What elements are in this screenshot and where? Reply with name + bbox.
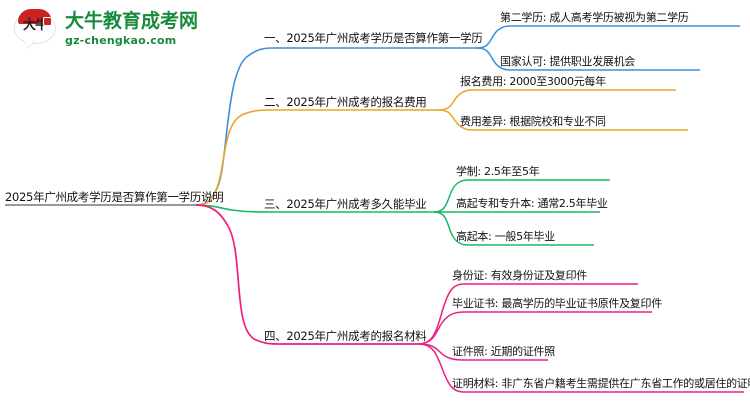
mindmap-branch-4[interactable]: 四、2025年广州成考的报名材料 [264, 329, 427, 343]
leaf-4-2-line [417, 311, 652, 345]
mindmap-leaf-4-4[interactable]: 证明材料: 非广东省户籍考生需提供在广东省工作的或居住的证明材料 [452, 377, 750, 390]
mindmap-branch-3[interactable]: 三、2025年广州成考多久能毕业 [264, 197, 427, 211]
mindmap-leaf-2-2[interactable]: 费用差异: 根据院校和专业不同 [460, 115, 606, 128]
branch-1-line [195, 47, 476, 206]
mindmap-leaf-1-2[interactable]: 国家认可: 提供职业发展机会 [500, 55, 636, 68]
mindmap-leaf-2-1[interactable]: 报名费用: 2000至3000元每年 [460, 75, 606, 88]
mindmap-branch-1[interactable]: 一、2025年广州成考学历是否算作第一学历 [264, 31, 483, 45]
logo-name-en: gz-chengkao.com [65, 34, 177, 47]
mindmap-leaf-4-1[interactable]: 身份证: 有效身份证及复印件 [452, 269, 588, 282]
mindmap-root-node[interactable]: 2025年广州成考学历是否算作第一学历说明 [5, 190, 224, 204]
mindmap-leaf-4-2[interactable]: 毕业证书: 最高学历的毕业证书原件及复印件 [452, 297, 662, 310]
mindmap-leaf-3-2[interactable]: 高起专和专升本: 通常2.5年毕业 [456, 197, 608, 210]
branch-4-line [195, 204, 418, 345]
logo-mark-icon: 大牛 [14, 8, 58, 50]
site-logo: 大牛 大牛教育成考网 gz-chengkao.com [14, 8, 198, 50]
mindmap-leaf-1-1[interactable]: 第二学历: 成人高考学历被视为第二学历 [500, 11, 689, 24]
mindmap-leaf-3-3[interactable]: 高起本: 一般5年毕业 [456, 230, 555, 243]
branch-3-line [195, 204, 434, 213]
branch-2-line [195, 109, 438, 206]
leaf-4-4-line [417, 343, 744, 393]
logo-name-cn: 大牛教育成考网 [65, 10, 199, 32]
leaf-2-1-line [437, 89, 676, 111]
mindmap-leaf-4-3[interactable]: 证件照: 近期的证件照 [452, 345, 555, 358]
mindmap-leaf-3-1[interactable]: 学制: 2.5年至5年 [456, 165, 540, 178]
logo-mark-text: 大牛 [22, 18, 48, 33]
leaf-4-3-line [417, 343, 548, 361]
leaf-1-1-line [475, 25, 740, 49]
mindmap-branch-2[interactable]: 二、2025年广州成考的报名费用 [264, 95, 427, 109]
leaf-1-2-line [475, 47, 700, 71]
leaf-2-2-line [437, 109, 688, 131]
leaf-3-3-line [433, 211, 594, 246]
leaf-3-1-line [433, 179, 610, 213]
